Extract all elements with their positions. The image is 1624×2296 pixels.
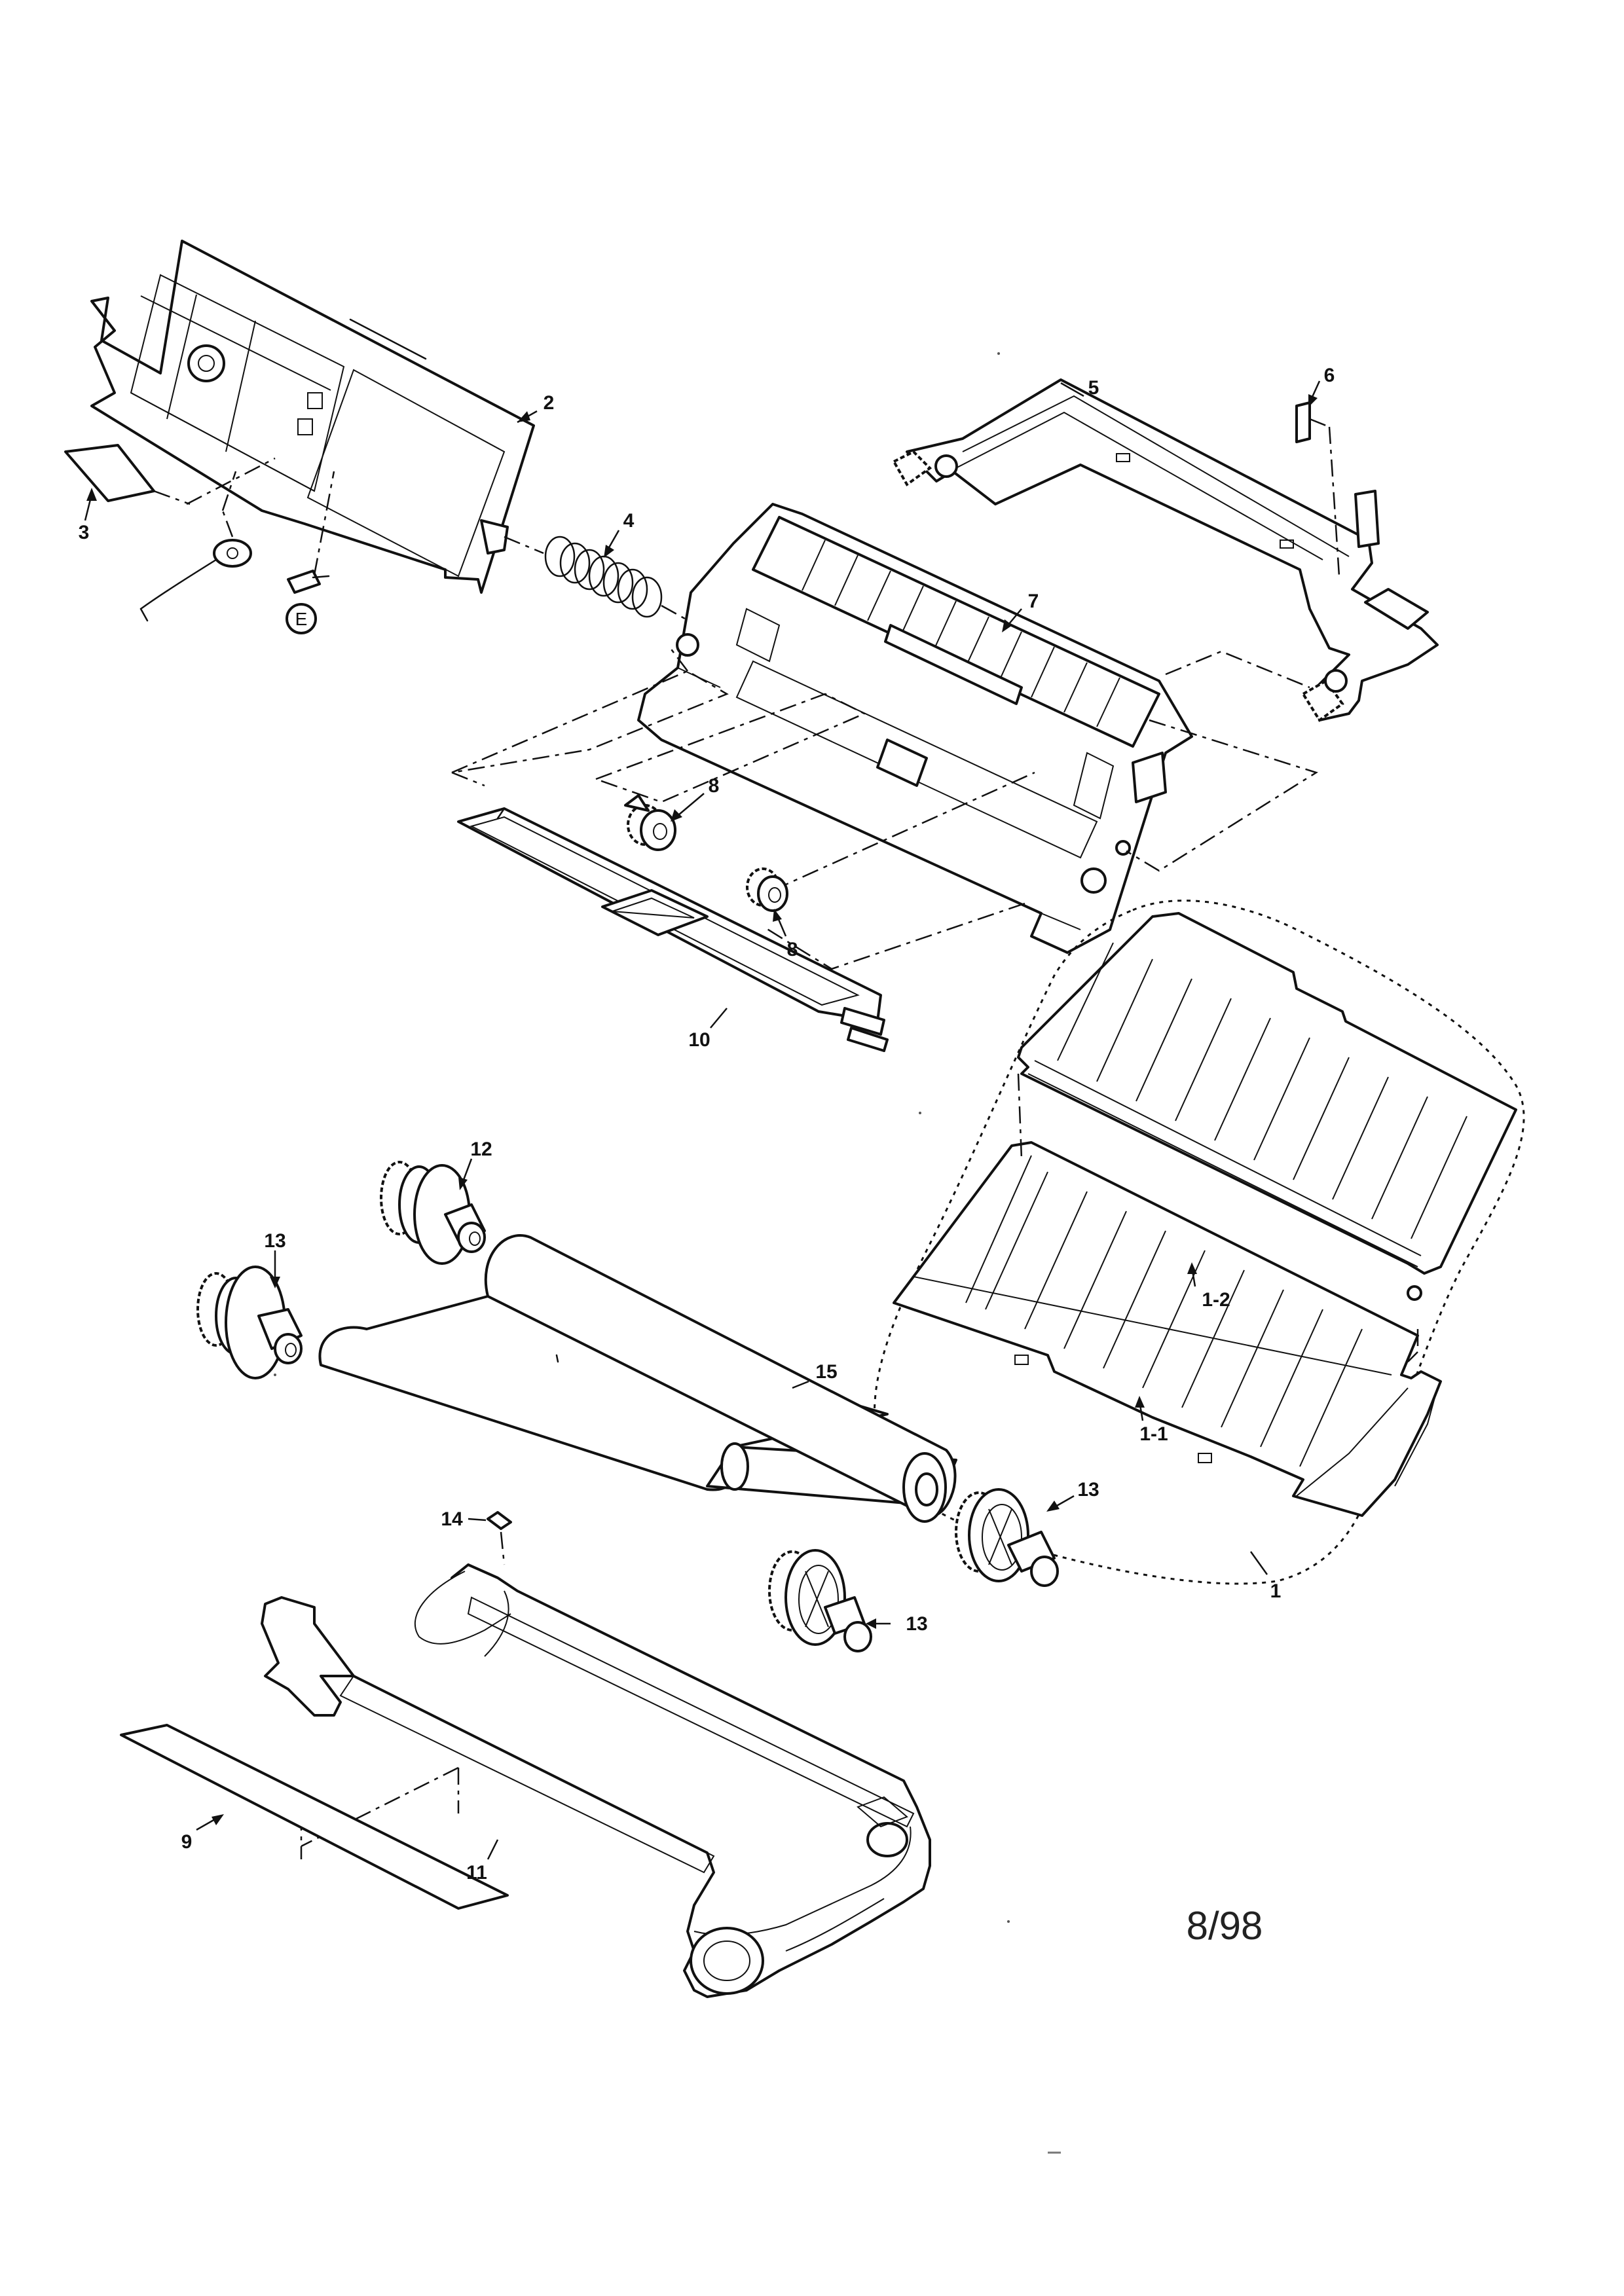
- part-14-small-tab: [487, 1511, 512, 1565]
- callout-3: 3: [79, 522, 90, 543]
- callout-2: 2: [544, 392, 555, 414]
- part-13-gear-hub-right-lower: [768, 1549, 872, 1652]
- callout-1: 1: [1270, 1580, 1282, 1602]
- callout-9: 9: [181, 1831, 193, 1853]
- part-1-paper-tray-assembly: [873, 900, 1525, 1585]
- callout-8-lower: 8: [787, 939, 798, 960]
- ground-wire-and-screw: E: [139, 471, 335, 634]
- callout-5: 5: [1088, 377, 1099, 399]
- part-3-label: [64, 444, 276, 505]
- callout-11: 11: [466, 1862, 487, 1884]
- part-9-strip: [120, 1724, 509, 1910]
- callout-7: 7: [1028, 591, 1039, 612]
- part-13-gear-hub-right-upper: [955, 1488, 1059, 1587]
- part-15-film-roll: [318, 1234, 957, 1523]
- callout-13-right-upper: 13: [1077, 1479, 1099, 1501]
- part-12-gear-hub: [380, 1161, 486, 1265]
- callout-12: 12: [470, 1139, 492, 1160]
- part-13-gear-hub-left: [196, 1266, 303, 1379]
- part-8-gear-lower: [746, 867, 788, 912]
- screw-mark-e: E: [295, 609, 308, 629]
- part-10-guide-plate: [457, 807, 889, 1052]
- part-1-2-upper-tray: [1017, 912, 1517, 1301]
- callout-4: 4: [623, 510, 635, 532]
- callout-labels: 2 3 4 5 6 7 8 8 10 12 13 15 1-2 1-1 1 13…: [79, 365, 1335, 1884]
- callout-1-2: 1-2: [1202, 1289, 1230, 1311]
- part-6-small-label: [1295, 401, 1340, 577]
- callout-13-right-lower: 13: [906, 1613, 927, 1635]
- callout-14: 14: [441, 1508, 463, 1530]
- callout-13-left: 13: [264, 1230, 286, 1252]
- part-4-spring: [504, 536, 692, 623]
- page-date: 8/98: [1187, 1904, 1263, 1948]
- callout-8-upper: 8: [709, 775, 720, 797]
- part-11-cartridge-holder: [261, 1563, 931, 1998]
- part-8-gear-upper: [624, 794, 676, 851]
- part-2-side-cover: [90, 240, 535, 594]
- projection-lines-center: [451, 644, 1318, 970]
- part-5-top-bracket: [892, 378, 1439, 722]
- callout-1-1: 1-1: [1139, 1423, 1168, 1445]
- callout-15: 15: [815, 1361, 837, 1383]
- callout-10: 10: [688, 1029, 710, 1051]
- callout-6: 6: [1324, 365, 1335, 386]
- part-7-main-frame: [637, 503, 1193, 954]
- callout-leaders: [84, 380, 1321, 1860]
- part-1-1-lower-tray: [893, 1073, 1442, 1517]
